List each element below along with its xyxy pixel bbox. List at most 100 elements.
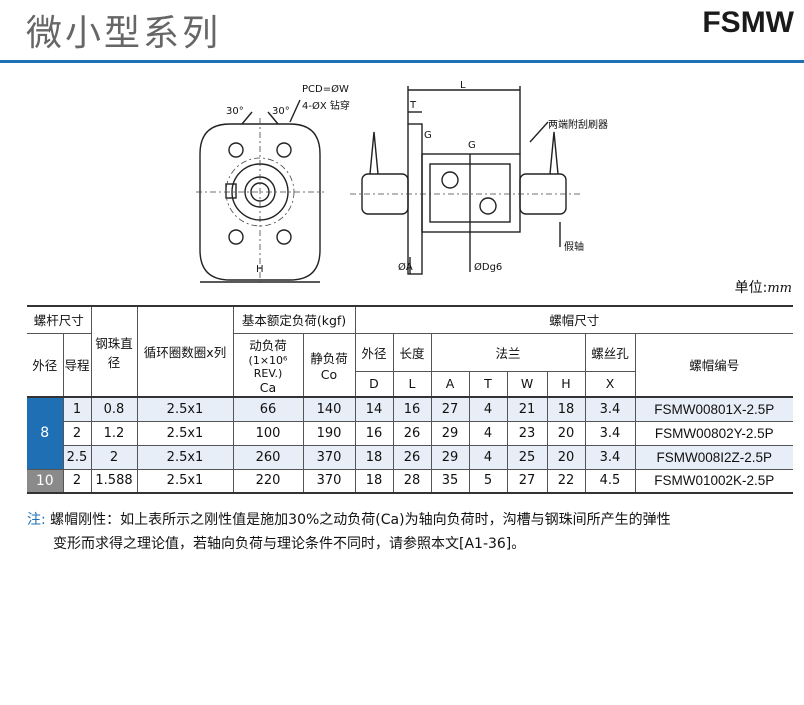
dim-l-label: L bbox=[460, 80, 466, 91]
cell-W: 23 bbox=[506, 420, 548, 446]
dim-t-label: T bbox=[410, 100, 417, 111]
wiper-label: 两端附刮刷器 bbox=[548, 120, 608, 131]
header-turns: 循环圈数圈x列 bbox=[136, 305, 234, 398]
page-title: 微小型系列 bbox=[26, 13, 222, 54]
series-name: FSMW bbox=[702, 6, 794, 39]
bolt-hole-3 bbox=[228, 229, 244, 245]
cell-model: FSMW00801X-2.5P bbox=[634, 396, 793, 422]
nut-body bbox=[421, 153, 521, 233]
table-row: 8 1 0.8 2.5x1 66 140 14 16 27 4 21 18 3.… bbox=[27, 396, 793, 470]
spec-table: 螺杆尺寸 钢珠直径 循环圈数圈x列 基本额定负荷(kgf) 螺帽尺寸 外径 导程… bbox=[27, 305, 793, 494]
cell-W: 27 bbox=[506, 468, 548, 494]
cell-model: FSMW01002K-2.5P bbox=[634, 468, 793, 494]
wiper-left bbox=[369, 131, 379, 175]
unit-value: mm bbox=[767, 281, 792, 296]
header-flange: 法兰 bbox=[430, 332, 586, 372]
table-row: 2.5 2 2.5x1 260 370 18 26 29 4 25 20 3.4… bbox=[27, 444, 793, 470]
dim-g-label: G bbox=[468, 140, 476, 151]
cell-lead: 1 bbox=[62, 396, 92, 422]
cell-H: 22 bbox=[546, 468, 586, 494]
dim-h-label: H bbox=[256, 264, 264, 275]
dim-dg6-label: ØDg6 bbox=[474, 262, 503, 273]
cell-D: 16 bbox=[354, 420, 394, 446]
cell-L: 28 bbox=[392, 468, 432, 494]
cell-co: 140 bbox=[302, 396, 356, 422]
col-A: A bbox=[430, 370, 470, 398]
header-dynamic-load: 动负荷 (1×10⁶ REV.) Ca bbox=[232, 332, 304, 398]
col-H: H bbox=[546, 370, 586, 398]
static-title: 静负荷 bbox=[310, 350, 348, 366]
header-divider bbox=[0, 60, 804, 63]
footnote-label: 注: bbox=[27, 512, 46, 528]
col-D: D bbox=[354, 370, 394, 398]
header-ball-dia: 钢珠直径 bbox=[90, 305, 138, 398]
header-model: 螺帽编号 bbox=[634, 332, 793, 398]
cell-ball: 0.8 bbox=[90, 396, 138, 422]
cell-T: 4 bbox=[468, 396, 508, 422]
cell-X: 3.4 bbox=[584, 444, 636, 470]
cell-lead: 2.5 bbox=[62, 444, 92, 470]
lube-port bbox=[225, 183, 237, 199]
cell-turns: 2.5x1 bbox=[136, 468, 234, 494]
bolt-hole-4 bbox=[276, 229, 292, 245]
header-static-load: 静负荷 Co bbox=[302, 332, 356, 398]
cell-model: FSMW00802Y-2.5P bbox=[634, 420, 793, 446]
cell-turns: 2.5x1 bbox=[136, 444, 234, 470]
cell-L: 26 bbox=[392, 420, 432, 446]
cell-turns: 2.5x1 bbox=[136, 420, 234, 446]
dyn-title: 动负荷 bbox=[249, 337, 287, 353]
col-X: X bbox=[584, 370, 636, 398]
flange-front-view bbox=[199, 123, 321, 281]
cell-T: 5 bbox=[468, 468, 508, 494]
col-L: L bbox=[392, 370, 432, 398]
cell-lead: 2 bbox=[62, 420, 92, 446]
dummy-shaft-label: 假轴 bbox=[564, 242, 584, 253]
table-row: 10 2 1.588 2.5x1 220 370 18 28 35 5 27 2… bbox=[27, 468, 793, 494]
cell-H: 20 bbox=[546, 420, 586, 446]
flange-side bbox=[407, 123, 423, 275]
cell-ball: 1.2 bbox=[90, 420, 138, 446]
cell-lead: 2 bbox=[62, 468, 92, 494]
cell-H: 18 bbox=[546, 396, 586, 422]
bolt-hole-1 bbox=[228, 142, 244, 158]
footnote-line-2: 变形而求得之理论值，若轴向负荷与理论条件不同时，请参照本文[A1-36]。 bbox=[53, 536, 526, 552]
cell-turns: 2.5x1 bbox=[136, 396, 234, 422]
cell-co: 370 bbox=[302, 444, 356, 470]
cell-W: 21 bbox=[506, 396, 548, 422]
cell-H: 20 bbox=[546, 444, 586, 470]
cell-ca: 260 bbox=[232, 444, 304, 470]
table-row: 2 1.2 2.5x1 100 190 16 26 29 4 23 20 3.4… bbox=[27, 420, 793, 446]
pcd-label: PCD=ØW bbox=[302, 84, 349, 95]
col-T: T bbox=[468, 370, 508, 398]
outer-dia-10: 10 bbox=[27, 468, 64, 494]
outer-dia-8: 8 bbox=[27, 396, 64, 470]
dyn-rev: (1×10⁶ REV.) bbox=[248, 353, 288, 380]
header-screw-size: 螺杆尺寸 bbox=[27, 305, 92, 334]
angle-left-label: 30° bbox=[226, 106, 244, 117]
cell-T: 4 bbox=[468, 444, 508, 470]
angle-right-label: 30° bbox=[272, 106, 290, 117]
cell-ca: 100 bbox=[232, 420, 304, 446]
cell-D: 14 bbox=[354, 396, 394, 422]
cell-ca: 66 bbox=[232, 396, 304, 422]
footnote-line-1: 注: 螺帽刚性：如上表所示之刚性值是施加30%之动负荷(Ca)为轴向负荷时，沟槽… bbox=[27, 508, 797, 532]
cell-co: 190 bbox=[302, 420, 356, 446]
cell-D: 18 bbox=[354, 468, 394, 494]
bolt-hole-2 bbox=[276, 142, 292, 158]
dyn-sym: Ca bbox=[259, 379, 277, 395]
static-sym: Co bbox=[320, 366, 338, 382]
header-length: 长度 bbox=[392, 332, 432, 372]
footnote: 注: 螺帽刚性：如上表所示之刚性值是施加30%之动负荷(Ca)为轴向负荷时，沟槽… bbox=[27, 508, 797, 556]
cell-X: 3.4 bbox=[584, 396, 636, 422]
cell-ball: 2 bbox=[90, 444, 138, 470]
unit-note: 单位:mm bbox=[735, 277, 792, 297]
cell-L: 26 bbox=[392, 444, 432, 470]
drawing-svg bbox=[196, 86, 580, 284]
cell-L: 16 bbox=[392, 396, 432, 422]
cell-X: 4.5 bbox=[584, 468, 636, 494]
header-bolt-hole: 螺丝孔 bbox=[584, 332, 636, 372]
cell-T: 4 bbox=[468, 420, 508, 446]
page-header: 微小型系列 FSMW bbox=[0, 0, 804, 66]
cell-X: 3.4 bbox=[584, 420, 636, 446]
hole-label: 4-ØX 钻穿 bbox=[302, 101, 350, 112]
